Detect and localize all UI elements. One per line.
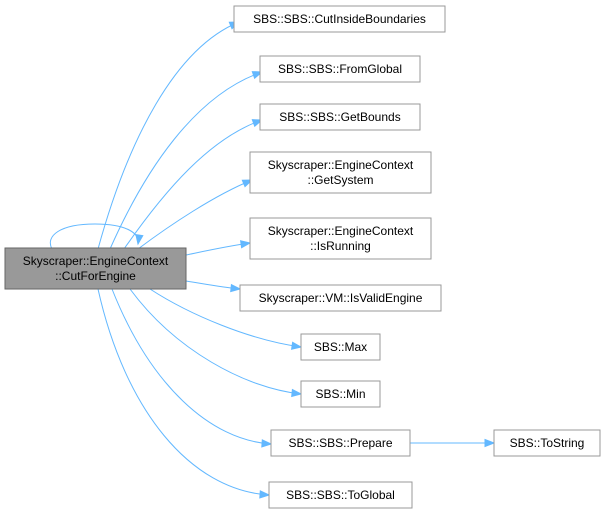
- node-root[interactable]: Skyscraper::EngineContext::CutForEngine: [4, 247, 187, 290]
- edge-line: [49, 223, 139, 250]
- edge-line: [129, 288, 302, 395]
- node-box: [493, 429, 601, 457]
- node-isvalidengine[interactable]: Skyscraper::VM::IsValidEngine: [239, 284, 442, 312]
- arrowhead: [291, 341, 303, 350]
- node-box: [270, 429, 411, 457]
- arrowhead: [291, 388, 303, 398]
- node-box: [300, 380, 381, 408]
- node-box: [259, 55, 421, 83]
- arrowhead: [484, 438, 496, 448]
- edge-root-to-min: [129, 288, 303, 398]
- node-box: [249, 151, 432, 194]
- node-box: [239, 284, 442, 312]
- node-label: Skyscraper::EngineContext: [268, 158, 414, 172]
- arrowhead: [261, 439, 273, 448]
- node-cutinside[interactable]: SBS::SBS::CutInsideBoundaries: [233, 5, 446, 33]
- arrowhead: [259, 490, 271, 499]
- node-label: Skyscraper::VM::IsValidEngine: [259, 291, 423, 305]
- node-max[interactable]: SBS::Max: [300, 333, 381, 361]
- node-label: ::IsRunning: [310, 239, 371, 253]
- node-tostring[interactable]: SBS::ToString: [493, 429, 601, 457]
- edge-root-to-toglobal: [97, 288, 271, 499]
- node-box: [300, 333, 381, 361]
- node-label: SBS::SBS::Prepare: [288, 436, 392, 450]
- node-box: [4, 247, 187, 290]
- edge-prepare-to-tostring: [410, 438, 496, 448]
- edge-root-to-prepare: [111, 288, 273, 448]
- node-label: SBS::SBS::FromGlobal: [278, 62, 402, 76]
- node-fromglobal[interactable]: SBS::SBS::FromGlobal: [259, 55, 421, 83]
- node-label: SBS::SBS::GetBounds: [279, 110, 400, 124]
- node-box: [249, 217, 432, 260]
- edge-root-to-isrunning: [185, 240, 252, 256]
- node-box: [268, 481, 413, 509]
- node-label: SBS::SBS::ToGlobal: [286, 488, 395, 502]
- edge-line: [97, 288, 270, 496]
- edge-line: [137, 179, 253, 250]
- edge-line: [123, 119, 263, 250]
- arrowhead: [240, 240, 252, 249]
- node-label: SBS::Min: [315, 387, 365, 401]
- edge-line: [111, 288, 272, 445]
- node-label: SBS::Max: [314, 340, 367, 354]
- node-prepare[interactable]: SBS::SBS::Prepare: [270, 429, 411, 457]
- edge-root-to-root: [49, 223, 144, 250]
- edge-root-to-getsystem: [137, 179, 254, 250]
- node-toglobal[interactable]: SBS::SBS::ToGlobal: [268, 481, 413, 509]
- node-label: SBS::SBS::CutInsideBoundaries: [253, 12, 426, 26]
- edge-root-to-max: [149, 288, 303, 350]
- edge-line: [149, 288, 302, 348]
- node-isrunning[interactable]: Skyscraper::EngineContext::IsRunning: [249, 217, 432, 260]
- node-getbounds[interactable]: SBS::SBS::GetBounds: [259, 103, 421, 131]
- edge-line: [97, 21, 240, 250]
- edge-root-to-isvalidengine: [185, 280, 242, 293]
- node-min[interactable]: SBS::Min: [300, 380, 381, 408]
- node-label: Skyscraper::EngineContext: [268, 224, 414, 238]
- nodes-layer: Skyscraper::EngineContext::CutForEngineS…: [4, 5, 601, 509]
- node-label: ::GetSystem: [307, 173, 373, 187]
- edge-line: [185, 242, 251, 256]
- node-label: Skyscraper::EngineContext: [23, 254, 169, 268]
- edge-root-to-fromglobal: [109, 71, 264, 250]
- edge-line: [109, 71, 263, 250]
- node-box: [233, 5, 446, 33]
- node-label: SBS::ToString: [510, 436, 585, 450]
- arrowhead: [135, 234, 144, 246]
- node-box: [259, 103, 421, 131]
- node-label: ::CutForEngine: [55, 269, 136, 283]
- edge-root-to-cutinside: [97, 21, 241, 250]
- node-getsystem[interactable]: Skyscraper::EngineContext::GetSystem: [249, 151, 432, 194]
- arrowhead: [230, 283, 242, 293]
